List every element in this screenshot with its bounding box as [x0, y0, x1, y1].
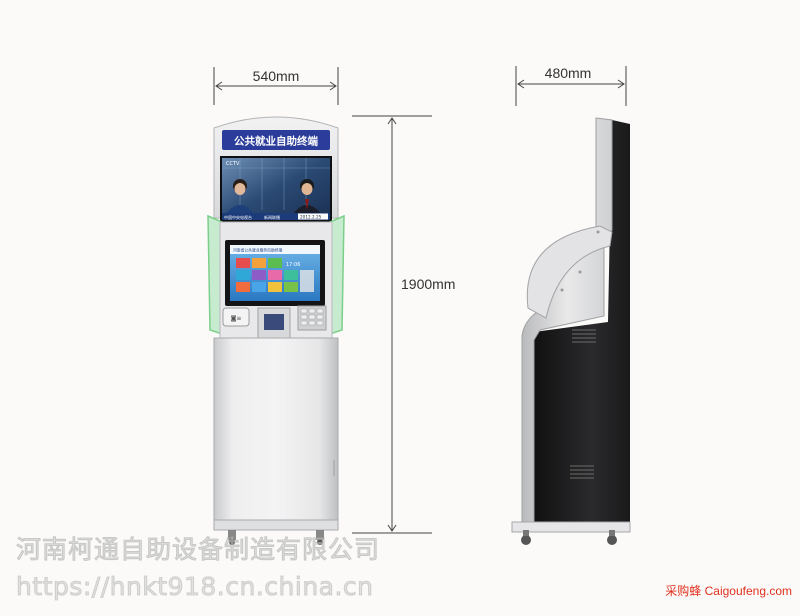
dimension-height [352, 115, 432, 534]
front-width-label: 540mm [253, 68, 300, 84]
watermark-url: https://hnkt918.cn.china.cn [16, 572, 374, 602]
brand-cn: 采购蜂 [665, 584, 702, 598]
kiosk-front: 公共就业自助终端 CCTV 中国中央电视台 新闻联播 20 [207, 116, 345, 545]
side-vent-lower [570, 465, 594, 479]
nfc-icon: ◙≡ [231, 315, 242, 322]
watermark-company: 河南柯通自助设备制造有限公司 [15, 535, 381, 565]
side-depth-label: 480mm [545, 65, 592, 81]
kiosk-lower-body [213, 337, 339, 531]
id-card-slot[interactable] [264, 314, 284, 330]
anchor-left [226, 179, 254, 214]
header-title: 公共就业自助终端 [234, 135, 318, 148]
card-reader[interactable] [222, 307, 250, 327]
caption-date: 2012.2.25 [300, 215, 322, 220]
top-display-logo: CCTV [226, 161, 240, 167]
touch-header-text: 河南省公共就业服务自助终端 [233, 248, 283, 253]
touch-time: 17:06 [286, 262, 300, 268]
height-label: 1900mm [401, 276, 455, 292]
anchor-right [293, 179, 321, 214]
keypad[interactable] [297, 305, 327, 331]
dimension-side-depth [515, 66, 627, 106]
dimension-front-width [213, 67, 339, 105]
brand-logo: 采购蜂 Caigoufeng.com [665, 582, 792, 599]
touch-tiles [236, 258, 314, 292]
brand-en: Caigoufeng.com [704, 584, 792, 598]
header-title-bar [222, 130, 330, 150]
kiosk-side [511, 117, 631, 545]
side-vent-upper [572, 329, 596, 343]
caption-left: 中国中央电视台 [224, 214, 252, 220]
caption-mid: 新闻联播 [264, 214, 280, 220]
